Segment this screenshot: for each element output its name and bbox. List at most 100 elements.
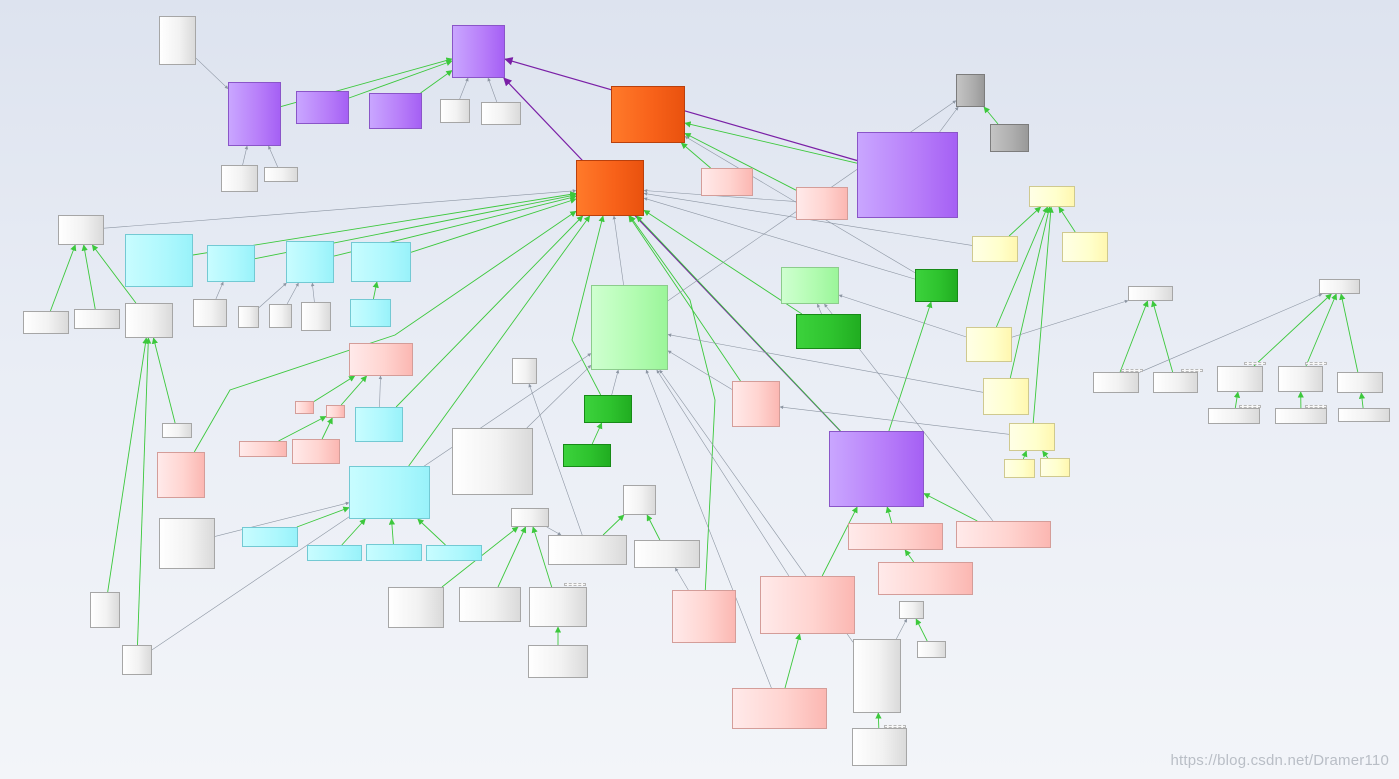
diagram-node-white[interactable] — [301, 302, 331, 331]
diagram-node-white[interactable] — [193, 299, 227, 327]
diagram-node-white[interactable] — [159, 518, 215, 569]
diagram-edge — [611, 369, 620, 396]
diagram-node-white[interactable] — [162, 423, 192, 438]
diagram-node-white[interactable] — [1093, 372, 1139, 393]
diagram-node-white[interactable] — [899, 601, 924, 619]
diagram-node-white[interactable] — [74, 309, 120, 329]
diagram-node-white[interactable] — [512, 358, 537, 384]
diagram-node-white[interactable] — [623, 485, 656, 515]
diagram-node-pink[interactable] — [349, 343, 413, 376]
diagram-node-dgreen[interactable] — [563, 444, 611, 467]
diagram-node-white[interactable] — [529, 587, 587, 627]
diagram-node-lgreen[interactable] — [591, 285, 668, 370]
diagram-node-white[interactable] — [1128, 286, 1173, 301]
diagram-node-white[interactable] — [90, 592, 120, 628]
diagram-node-pink[interactable] — [732, 688, 827, 729]
diagram-node-white[interactable] — [264, 167, 298, 182]
diagram-node-white[interactable] — [1217, 366, 1263, 392]
diagram-node-white[interactable] — [58, 215, 104, 245]
diagram-node-cyan[interactable] — [350, 299, 391, 327]
diagram-node-cyan[interactable] — [286, 241, 334, 283]
diagram-node-white[interactable] — [125, 303, 173, 338]
diagram-node-purple[interactable] — [369, 93, 422, 129]
diagram-node-white[interactable] — [481, 102, 521, 125]
node-stereotype-tag — [1305, 362, 1327, 365]
diagram-node-white[interactable] — [452, 428, 533, 495]
diagram-node-white[interactable] — [388, 587, 444, 628]
diagram-node-dgreen[interactable] — [796, 314, 861, 349]
diagram-node-cyan[interactable] — [351, 242, 411, 282]
diagram-node-white[interactable] — [1278, 366, 1323, 392]
diagram-node-pink[interactable] — [239, 441, 287, 457]
diagram-node-pink[interactable] — [295, 401, 314, 414]
diagram-node-purple[interactable] — [296, 91, 349, 124]
diagram-node-pink[interactable] — [848, 523, 943, 550]
diagram-node-white[interactable] — [269, 304, 292, 328]
diagram-node-white[interactable] — [1338, 408, 1390, 422]
diagram-node-cyan[interactable] — [355, 407, 403, 442]
diagram-edge — [983, 106, 999, 125]
diagram-node-white[interactable] — [440, 99, 470, 123]
diagram-node-yellow[interactable] — [972, 236, 1018, 262]
diagram-node-pink[interactable] — [701, 168, 753, 196]
diagram-node-yellow[interactable] — [966, 327, 1012, 362]
diagram-node-pink[interactable] — [956, 521, 1051, 548]
diagram-edge — [420, 70, 453, 94]
diagram-node-gray[interactable] — [956, 74, 985, 107]
diagram-node-yellow[interactable] — [1062, 232, 1108, 262]
diagram-node-white[interactable] — [548, 535, 627, 565]
diagram-node-purple[interactable] — [829, 431, 924, 507]
diagram-node-white[interactable] — [221, 165, 258, 192]
diagram-node-pink[interactable] — [326, 405, 345, 418]
diagram-node-white[interactable] — [511, 508, 549, 527]
diagram-node-dgreen[interactable] — [584, 395, 632, 423]
diagram-node-yellow[interactable] — [1029, 186, 1075, 207]
diagram-node-white[interactable] — [852, 728, 907, 766]
diagram-edge — [646, 514, 661, 541]
diagram-edge — [784, 633, 802, 689]
diagram-node-pink[interactable] — [157, 452, 205, 498]
diagram-node-purple[interactable] — [452, 25, 505, 78]
diagram-node-pink[interactable] — [292, 439, 340, 464]
diagram-node-cyan[interactable] — [242, 527, 298, 547]
diagram-node-white[interactable] — [122, 645, 152, 675]
diagram-node-pink[interactable] — [732, 381, 780, 427]
diagram-node-white[interactable] — [917, 641, 946, 658]
diagram-node-purple[interactable] — [857, 132, 958, 218]
diagram-node-orange[interactable] — [576, 160, 644, 216]
diagram-node-white[interactable] — [1275, 408, 1327, 424]
diagram-node-yellow[interactable] — [1004, 459, 1035, 478]
diagram-node-orange[interactable] — [611, 86, 685, 143]
diagram-node-purple[interactable] — [228, 82, 281, 146]
diagram-node-lgreen[interactable] — [781, 267, 839, 304]
diagram-node-white[interactable] — [853, 639, 901, 713]
diagram-node-pink[interactable] — [760, 576, 855, 634]
diagram-node-white[interactable] — [459, 587, 521, 622]
diagram-node-cyan[interactable] — [125, 234, 193, 287]
diagram-node-yellow[interactable] — [1040, 458, 1070, 477]
diagram-node-white[interactable] — [1153, 372, 1198, 393]
diagram-edge — [137, 337, 152, 646]
diagram-node-white[interactable] — [23, 311, 69, 334]
diagram-node-white[interactable] — [238, 306, 259, 328]
diagram-node-white[interactable] — [1337, 372, 1383, 393]
diagram-node-cyan[interactable] — [366, 544, 422, 561]
diagram-node-cyan[interactable] — [349, 466, 430, 519]
diagram-node-yellow[interactable] — [983, 378, 1029, 415]
diagram-node-white[interactable] — [159, 16, 196, 65]
diagram-node-white[interactable] — [1319, 279, 1360, 294]
diagram-node-pink[interactable] — [672, 590, 736, 643]
diagram-node-pink[interactable] — [878, 562, 973, 595]
diagram-node-gray[interactable] — [990, 124, 1029, 152]
diagram-node-white[interactable] — [634, 540, 700, 568]
diagram-node-yellow[interactable] — [1009, 423, 1055, 451]
diagram-node-cyan[interactable] — [426, 545, 482, 561]
diagram-edge — [321, 417, 333, 440]
diagram-node-white[interactable] — [1208, 408, 1260, 424]
diagram-node-cyan[interactable] — [207, 245, 255, 282]
diagram-node-pink[interactable] — [796, 187, 848, 220]
diagram-node-cyan[interactable] — [307, 545, 362, 561]
diagram-edge — [341, 518, 366, 546]
diagram-node-white[interactable] — [528, 645, 588, 678]
diagram-node-dgreen[interactable] — [915, 269, 958, 302]
